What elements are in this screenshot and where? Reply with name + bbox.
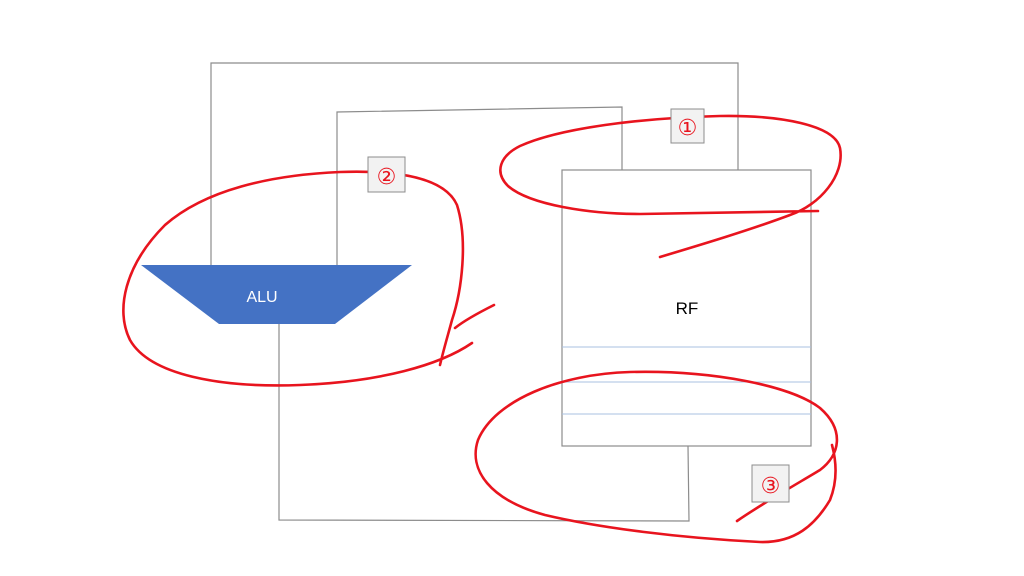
wire-alu-output [278, 324, 690, 522]
alu: ALU [141, 265, 412, 324]
annotations [122, 114, 842, 544]
marker-1-box [670, 108, 705, 144]
annotation-circle-3 [474, 370, 839, 544]
annotation-circle-1 [499, 114, 842, 259]
annotation-circle-2 [122, 170, 496, 387]
marker-2-label: ② [377, 165, 397, 190]
alu-label: ALU [246, 289, 277, 306]
marker-1-label: ① [678, 116, 698, 141]
marker-3-label: ③ [761, 474, 781, 499]
rf-box [561, 169, 812, 447]
marker-2-box [367, 156, 406, 193]
alu-shape [141, 265, 412, 324]
rf-label: RF [676, 299, 699, 318]
marker-3-box [751, 464, 790, 503]
wire-inner-loop [336, 106, 623, 265]
marker-2: ② [367, 156, 406, 193]
marker-3: ③ [751, 464, 790, 503]
register-file: RF [561, 169, 812, 447]
marker-1: ① [670, 108, 705, 144]
